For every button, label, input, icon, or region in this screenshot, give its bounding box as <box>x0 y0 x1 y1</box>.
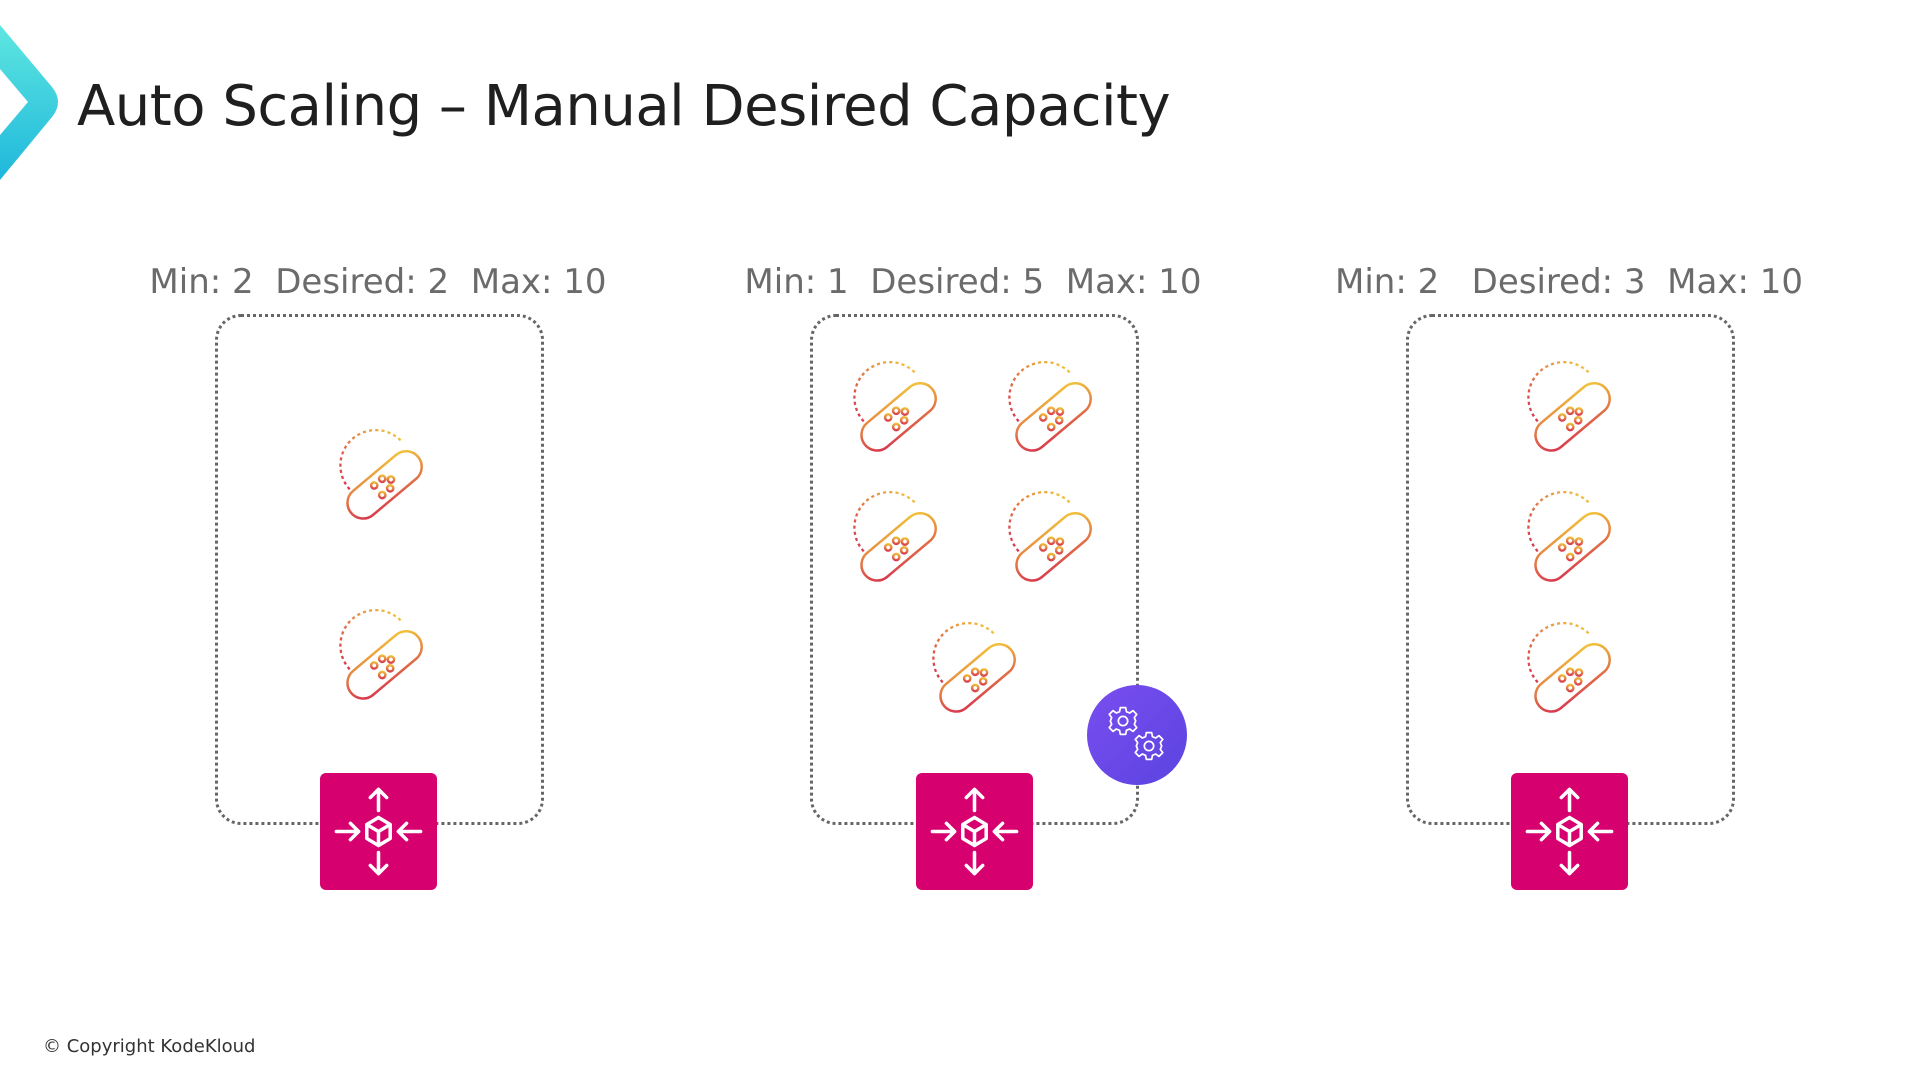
ec2-instance-icon <box>1000 491 1104 595</box>
ec2-instance-icon <box>845 491 949 595</box>
ec2-instance-icon <box>1000 361 1104 465</box>
auto-scaling-icon <box>1511 773 1628 890</box>
manual-configuration-gears-icon <box>1087 685 1187 785</box>
ec2-instance-icon <box>331 609 435 713</box>
ec2-instance-icon <box>845 361 949 465</box>
group-1-capacity-label: Min: 2 Desired: 2 Max: 10 <box>149 262 607 302</box>
ec2-instance-icon <box>1519 622 1623 726</box>
ec2-instance-icon <box>924 622 1028 726</box>
slide-title: Auto Scaling – Manual Desired Capacity <box>77 74 1171 139</box>
ec2-instance-icon <box>1519 491 1623 595</box>
ec2-instance-icon <box>331 429 435 533</box>
brand-chevron-icon <box>0 25 58 180</box>
group-2-capacity-label: Min: 1 Desired: 5 Max: 10 <box>744 262 1202 302</box>
auto-scaling-icon <box>320 773 437 890</box>
auto-scaling-group-1 <box>215 314 544 825</box>
auto-scaling-icon <box>916 773 1033 890</box>
ec2-instance-icon <box>1519 361 1623 465</box>
copyright-text: © Copyright KodeKloud <box>43 1036 256 1057</box>
group-3-capacity-label: Min: 2 Desired: 3 Max: 10 <box>1335 262 1803 302</box>
